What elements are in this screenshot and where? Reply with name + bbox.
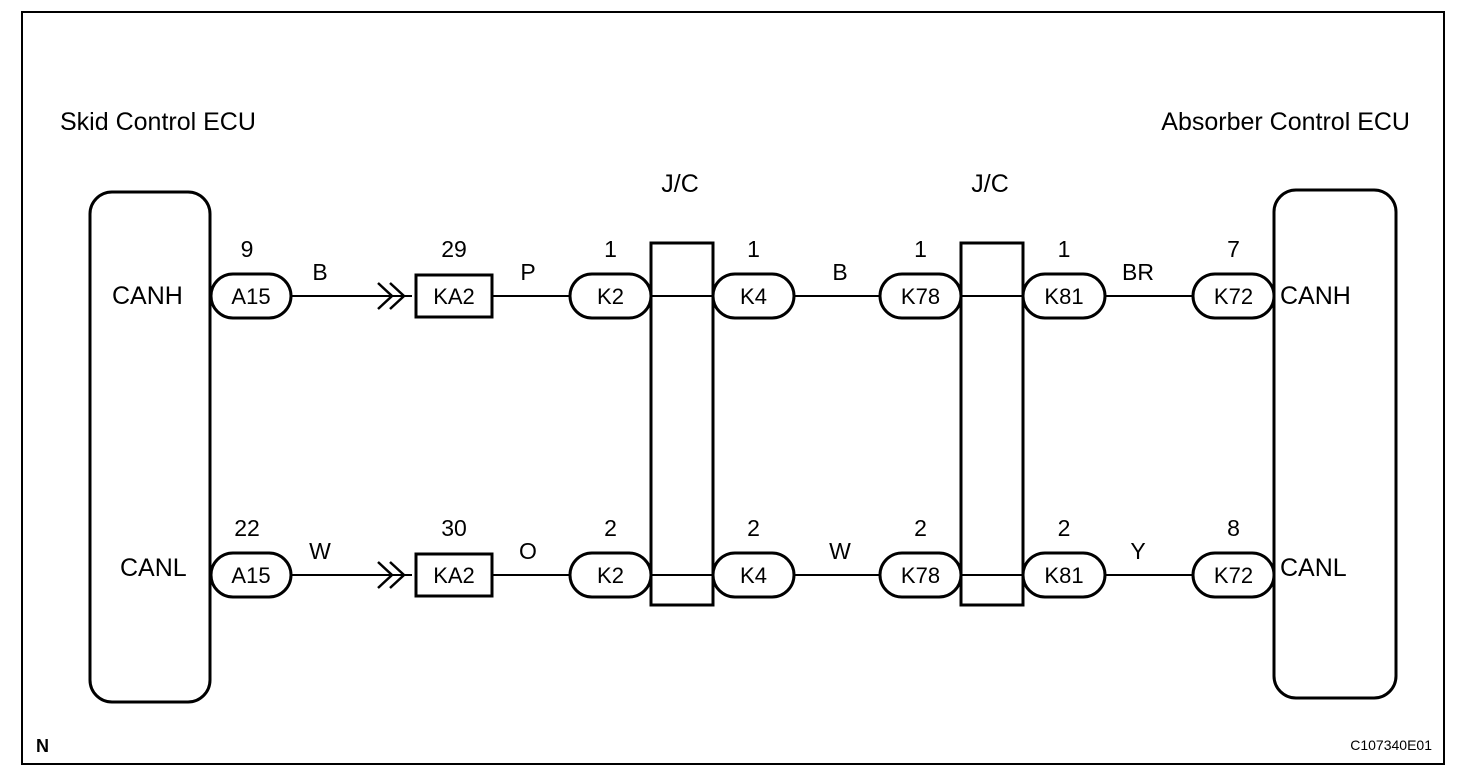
connector-id-label: K81 [1044,284,1083,309]
canh-connector-ka2: KA2 29 [414,236,494,319]
connector-rect [414,273,494,319]
connector-id-label: K4 [740,563,767,588]
canh-connector-k81: K81 1 [1021,236,1107,320]
diagram-frame [21,11,1445,765]
connector-id-label: A15 [231,563,270,588]
canl-connector-k78: K78 2 [878,515,963,599]
connector-oval [711,551,796,599]
connector-id-label: K78 [901,563,940,588]
canl-wire-color-label: W [829,538,851,564]
connector-pin-number: 30 [441,515,467,541]
connector-pin-number: 8 [1227,515,1240,541]
connector-pin-number: 29 [441,236,467,262]
connector-oval [878,551,963,599]
connector-pin-number: 22 [234,515,260,541]
left-ecu-canh-label: CANH [112,282,183,310]
canh-wire-color-label: B [832,259,847,285]
connector-oval [568,272,653,320]
connector-pin-number: 9 [241,236,254,262]
connector-oval [1191,272,1276,320]
connector-id-label: KA2 [433,284,475,309]
canh-connector-k2: K2 1 [568,236,653,320]
wire-layer: B P B BR W O W Y [291,259,1193,589]
junction-block-1-label: J/C [661,170,699,198]
connector-oval [568,551,653,599]
canl-wire-color-label: W [309,538,331,564]
connector-id-label: K2 [597,284,624,309]
connector-layer: A159KA229K21K41K781K811K727A1522KA230K22… [209,236,1276,599]
canl-connector-k4: K4 2 [711,515,796,599]
canl-wire-color-label: O [519,538,537,564]
canl-wire-color-label: Y [1130,538,1145,564]
canh-connector-k72: K72 7 [1191,236,1276,320]
right-ecu-box [1272,188,1398,700]
connector-rect [414,552,494,598]
connector-id-label: A15 [231,284,270,309]
right-ecu-title: Absorber Control ECU [1161,108,1410,136]
junction-block-1 [649,241,715,607]
connector-pin-number: 2 [1058,515,1071,541]
connector-oval [711,272,796,320]
connector-oval [1021,272,1107,320]
connector-id-label: K4 [740,284,767,309]
connector-pin-number: 1 [1058,236,1071,262]
canl-connector-k72: K72 8 [1191,515,1276,599]
canh-wire-color-label: BR [1122,259,1154,285]
connector-id-label: K2 [597,563,624,588]
canl-inline-connector-chevron [389,561,406,589]
canl-connector-ka2: KA2 30 [414,515,494,598]
left-ecu-title: Skid Control ECU [60,108,256,136]
connector-pin-number: 2 [604,515,617,541]
connector-pin-number: 2 [747,515,760,541]
left-ecu-box [88,190,212,704]
connector-pin-number: 7 [1227,236,1240,262]
connector-oval [878,272,963,320]
connector-oval [1021,551,1107,599]
canh-connector-k4: K4 1 [711,236,796,320]
right-ecu-canl-label: CANL [1280,554,1347,582]
connector-id-label: K72 [1214,563,1253,588]
connector-id-label: K78 [901,284,940,309]
connector-pin-number: 1 [914,236,927,262]
figure-code: C107340E01 [1350,737,1432,753]
connector-id-label: K81 [1044,563,1083,588]
right-ecu-canh-label: CANH [1280,282,1351,310]
corner-letter: N [36,736,49,756]
canh-inline-connector-chevron [389,282,406,310]
connector-pin-number: 1 [604,236,617,262]
canh-wire-color-label: B [312,259,327,285]
canl-connector-k2: K2 2 [568,515,653,599]
connector-id-label: K72 [1214,284,1253,309]
canl-connector-a15: A15 22 [209,515,293,599]
connector-id-label: KA2 [433,563,475,588]
canl-connector-k81: K81 2 [1021,515,1107,599]
junction-block-2-label: J/C [971,170,1009,198]
connector-oval [1191,551,1276,599]
canh-inline-connector-chevron [377,282,394,310]
connector-pin-number: 2 [914,515,927,541]
canh-wire-color-label: P [520,259,535,285]
connector-pin-number: 1 [747,236,760,262]
junction-block-2 [959,241,1025,607]
canh-connector-a15: A15 9 [209,236,293,320]
connector-oval [209,272,293,320]
left-ecu-canl-label: CANL [120,554,187,582]
connector-oval [209,551,293,599]
canh-connector-k78: K78 1 [878,236,963,320]
canl-inline-connector-chevron [377,561,394,589]
